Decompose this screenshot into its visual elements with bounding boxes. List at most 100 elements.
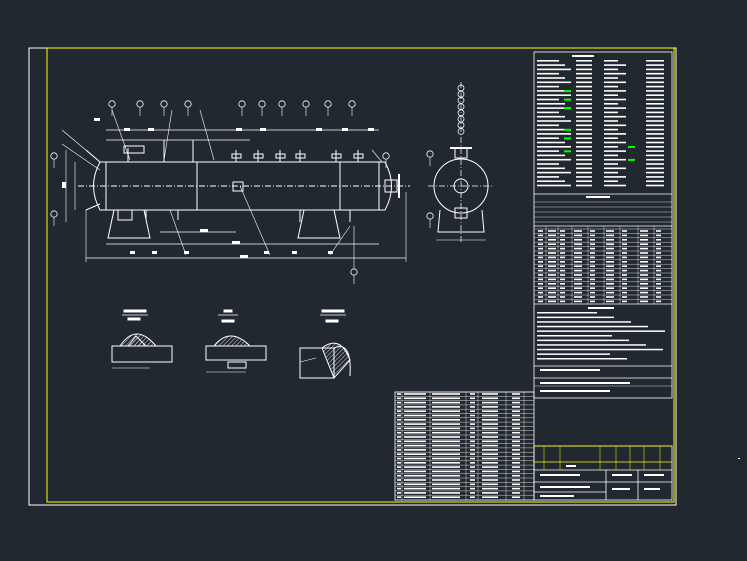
parts-row-index: [397, 487, 401, 490]
nozzle-table-cell: [560, 278, 565, 281]
spec-row-label: [537, 120, 571, 122]
spec-row-value: [646, 171, 664, 174]
parts-row-qty: [470, 483, 475, 486]
nozzle-table-cell: [560, 274, 565, 276]
spec-row-value: [646, 85, 664, 88]
nozzle-table-cell: [548, 265, 556, 267]
parts-row-material: [482, 483, 498, 486]
parts-row-code: [404, 496, 426, 498]
weld-detail-2[interactable]: [205, 309, 267, 373]
vessel-front-view[interactable]: [61, 109, 410, 268]
leader-line: [163, 109, 173, 161]
parts-row-code: [404, 470, 426, 473]
parts-row-material: [482, 423, 498, 425]
spec-row-value: [646, 103, 664, 105]
nozzle-table-cell: [538, 287, 543, 289]
spec-row-label: [537, 90, 565, 92]
nozzle-table-cell: [560, 300, 565, 303]
parts-row-qty: [470, 487, 475, 490]
parts-row-name: [432, 470, 460, 473]
spec-row-value: [646, 94, 664, 96]
title-field: [540, 474, 580, 476]
spec-row-value: [646, 115, 664, 118]
nozzle-table-cell: [640, 230, 648, 232]
spec-row-label: [604, 120, 618, 122]
weld-backing: [227, 361, 247, 369]
spec-row-value: [576, 103, 592, 105]
parts-list-rows: [395, 391, 534, 500]
nozzle-table-cell: [548, 291, 556, 294]
nozzle-table-cell: [560, 291, 565, 294]
nozzle-table-cell: [538, 261, 543, 263]
parts-row-qty: [470, 496, 475, 498]
nozzle-table-cell: [548, 278, 556, 281]
parts-row-name: [432, 449, 460, 451]
technical-data-panel[interactable]: [533, 51, 673, 399]
spec-row-label: [604, 124, 626, 127]
nozzle-table-cell: [548, 296, 556, 298]
parts-row-name: [432, 479, 460, 481]
parts-row-index: [397, 427, 401, 430]
nozzle-table-cell: [622, 269, 627, 272]
leader-line: [371, 149, 383, 163]
spec-row-label: [604, 163, 618, 165]
parts-row-weight: [512, 474, 520, 477]
spec-row-value: [576, 158, 592, 161]
parts-row-weight: [512, 466, 520, 468]
nozzle-table-cell: [640, 239, 648, 241]
parts-row-qty: [470, 457, 475, 460]
nozzle-table-cell: [590, 300, 595, 303]
parts-row-material: [482, 453, 498, 455]
weld-detail-1[interactable]: [111, 309, 173, 369]
title-block[interactable]: [533, 445, 673, 501]
nozzle-table-cell: [590, 287, 595, 289]
spec-row-value: [646, 120, 664, 122]
spec-row-label: [604, 107, 626, 109]
nozzle-table-cell: [548, 300, 556, 303]
leader-callout-icon: [184, 100, 192, 108]
nozzle-table-cell: [574, 291, 582, 294]
nozzle-table-cell: [538, 265, 543, 267]
parts-row-code: [404, 449, 426, 451]
parts-row-index: [397, 393, 401, 395]
nozzle-table-cell: [548, 274, 556, 276]
nozzle-table-cell: [622, 274, 627, 276]
parts-row-weight: [512, 453, 520, 455]
nozzle-table-cell: [656, 256, 661, 259]
leader-line: [239, 185, 271, 256]
parts-row-material: [482, 470, 498, 473]
weld-detail-3[interactable]: [299, 309, 351, 379]
nozzle-table-cell: [560, 265, 565, 267]
spec-row-label: [537, 107, 571, 109]
parts-row-code: [404, 414, 426, 417]
parts-row-material: [482, 449, 498, 451]
nozzle-table-cell: [656, 252, 661, 254]
nozzle-table-cell: [574, 283, 582, 285]
spec-row-value: [576, 150, 592, 152]
vessel-side-view[interactable]: [428, 82, 494, 242]
parts-row-qty: [470, 431, 475, 434]
spec-row-value: [646, 154, 664, 157]
spec-row-value: [576, 154, 592, 157]
spec-row-label: [604, 94, 618, 96]
leader-line: [169, 209, 187, 256]
parts-row-name: [432, 496, 460, 498]
requirements-line: [537, 325, 648, 328]
parts-row-material: [482, 487, 498, 490]
nozzle-table-cell: [640, 291, 648, 294]
spec-row-label: [604, 137, 618, 139]
nozzle-table-cell: [590, 243, 595, 245]
parts-row-code: [404, 457, 426, 460]
nozzle-table-cell: [656, 269, 661, 272]
parts-row-index: [397, 479, 401, 481]
parts-row-index: [397, 431, 401, 434]
nozzle-table-cell: [590, 296, 595, 298]
leader-callout-icon: [160, 100, 168, 108]
nozzle-table-cell: [538, 278, 543, 281]
saddle-right: [297, 209, 341, 239]
parts-row-material: [482, 444, 498, 447]
parts-row-material: [482, 419, 498, 421]
nozzle-table-cell: [656, 230, 661, 232]
nozzle-table-cell: [622, 252, 627, 254]
